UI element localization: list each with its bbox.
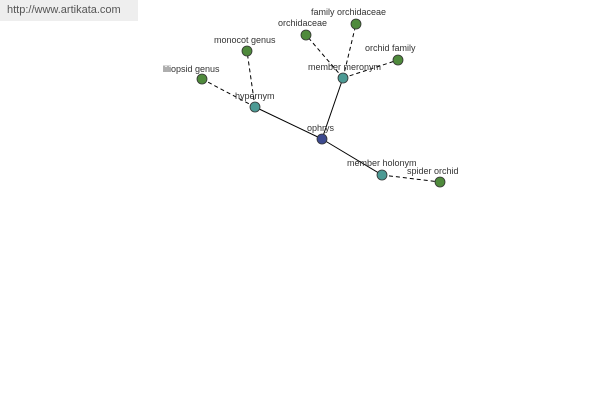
node-monocot-genus[interactable] [241, 45, 253, 57]
node-label-hypernym[interactable]: hypernym [235, 91, 275, 101]
edge-member-meronym-to-family-orchidaceae [342, 23, 357, 79]
edge-ophrys-to-hypernym [254, 106, 323, 140]
node-label-orchid-family[interactable]: orchid family [365, 43, 416, 53]
node-orchid-family[interactable] [392, 54, 404, 66]
edge-hypernym-to-monocot-genus [246, 50, 256, 108]
edge-member-holonym-to-spider-orchid [381, 174, 441, 183]
node-liliopsid-genus[interactable] [196, 73, 208, 85]
node-label-ophrys[interactable]: ophrys [307, 123, 335, 133]
edge-member-meronym-to-orchid-family [342, 59, 399, 79]
source-url-link[interactable]: http://www.artikata.com [0, 0, 138, 21]
node-member-holonym[interactable] [376, 169, 388, 181]
node-label-family-orchidaceae[interactable]: family orchidaceae [311, 7, 386, 17]
node-label-spider-orchid[interactable]: spider orchid [407, 166, 459, 176]
edge-layer [201, 23, 441, 183]
node-spider-orchid[interactable] [434, 176, 446, 188]
edge-member-meronym-to-orchidaceae [305, 34, 344, 79]
node-label-member-meronym[interactable]: member meronym [308, 62, 381, 72]
node-orchidaceae[interactable] [300, 29, 312, 41]
node-family-orchidaceae[interactable] [350, 18, 362, 30]
edge-ophrys-to-member-holonym [321, 138, 383, 176]
edge-ophrys-to-member-meronym [321, 77, 344, 140]
node-hypernym[interactable] [249, 101, 261, 113]
node-layer [196, 18, 446, 188]
node-ophrys[interactable] [316, 133, 328, 145]
node-label-orchidaceae[interactable]: orchidaceae [278, 18, 327, 28]
edge-hypernym-to-liliopsid-genus [201, 78, 256, 108]
node-label-member-holonym[interactable]: member holonym [347, 158, 417, 168]
node-label-liliopsid-genus[interactable]: liliopsid genus [163, 64, 220, 74]
label-layer: ophrys hypernym member meronym member holon… [163, 7, 459, 176]
node-member-meronym[interactable] [337, 72, 349, 84]
node-label-monocot-genus[interactable]: monocot genus [214, 35, 276, 45]
